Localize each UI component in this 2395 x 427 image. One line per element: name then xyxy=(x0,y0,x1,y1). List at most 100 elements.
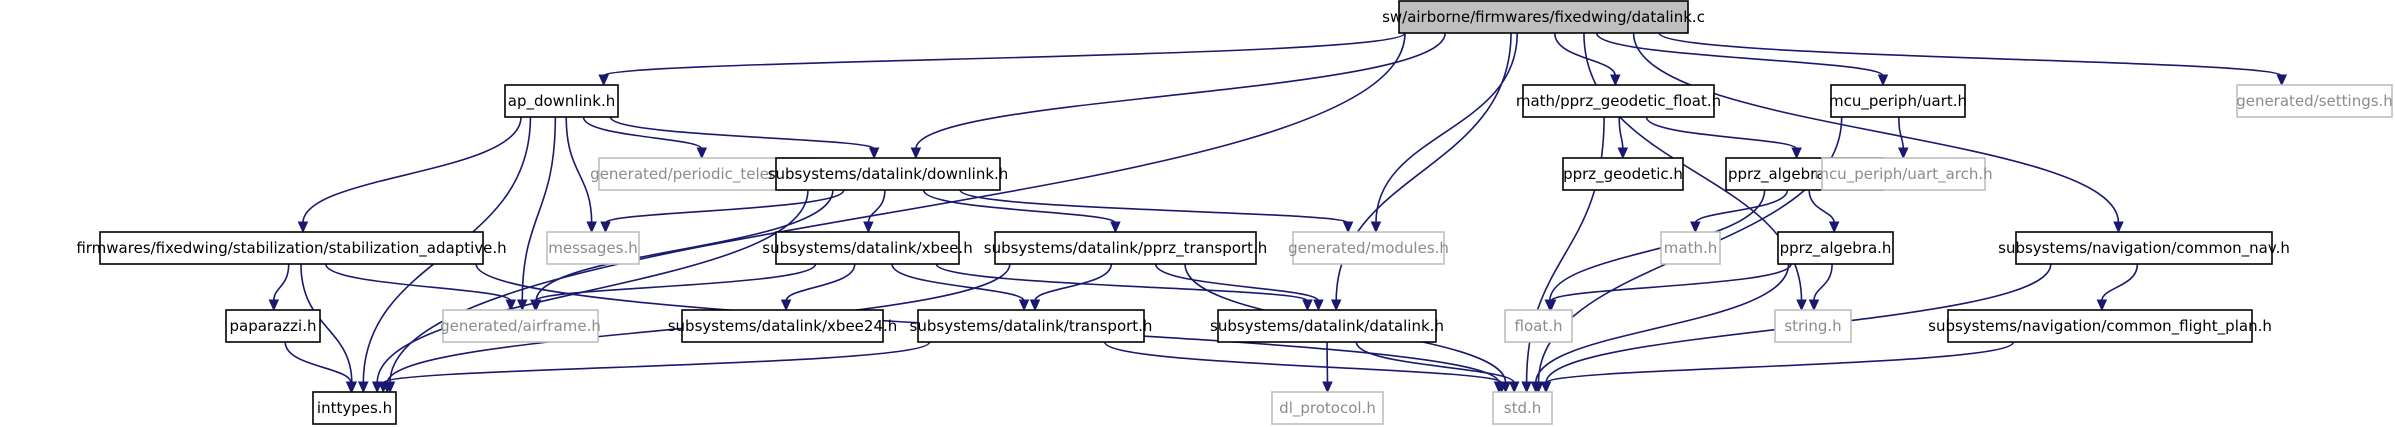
edge-downlink-to-xbee xyxy=(863,189,886,234)
node-pprz-algebra-h[interactable]: pprz_algebra.h xyxy=(1777,231,1894,265)
node-box xyxy=(681,309,884,343)
edge-pprz_geodetic_float-to-pprz_algebra_float xyxy=(1645,116,1802,160)
node-box xyxy=(2015,231,2273,265)
node-messages-h: messages.h xyxy=(546,231,640,265)
node-label: subsystems/datalink/downlink.h xyxy=(768,165,1009,183)
node-generated-modules-h: generated/modules.h xyxy=(1288,231,1449,265)
edge-pprz_algebra-to-float_h xyxy=(1545,263,1792,312)
node-box xyxy=(994,231,1257,265)
node-paparazzi-h[interactable]: paparazzi.h xyxy=(225,309,321,343)
node-ap-downlink-h[interactable]: ap_downlink.h xyxy=(504,84,619,118)
edge-pprz_geodetic_float-to-pprz_geodetic xyxy=(1617,116,1629,160)
edge-uart-to-uart_arch xyxy=(1897,116,1909,160)
node-math-pprz-geodetic-float-h[interactable]: math/pprz_geodetic_float.h xyxy=(1516,84,1721,118)
node-sw-airborne-firmwares-fixedwing-datalink-c[interactable]: sw/airborne/firmwares/fixedwing/datalink… xyxy=(1382,0,1705,34)
node-label: subsystems/navigation/common_flight_plan… xyxy=(1928,317,2272,336)
node-subsystems-datalink-datalink-h[interactable]: subsystems/datalink/datalink.h xyxy=(1210,309,1444,343)
node-label: inttypes.h xyxy=(317,399,392,417)
node-string-h: string.h xyxy=(1774,309,1852,343)
node-subsystems-navigation-common-flight-plan-h[interactable]: subsystems/navigation/common_flight_plan… xyxy=(1928,309,2272,343)
node-box xyxy=(917,309,1145,343)
edge-common_flight_plan-to-std_h xyxy=(1540,341,2015,394)
node-label: math/pprz_geodetic_float.h xyxy=(1516,92,1721,111)
node-box xyxy=(99,231,484,265)
edge-ap_downlink-to-stabilization_adaptive xyxy=(297,116,522,234)
node-label: messages.h xyxy=(548,239,638,257)
node-label: subsystems/navigation/common_nav.h xyxy=(1998,239,2290,258)
node-pprz-geodetic-h[interactable]: pprz_geodetic.h xyxy=(1562,157,1684,191)
node-label: std.h xyxy=(1504,399,1542,417)
node-box xyxy=(312,391,397,425)
node-subsystems-datalink-pprz-transport-h[interactable]: subsystems/datalink/pprz_transport.h xyxy=(984,231,1267,265)
node-box xyxy=(1774,309,1852,343)
node-box xyxy=(1292,231,1445,265)
node-label: paparazzi.h xyxy=(230,317,317,335)
node-box xyxy=(1947,309,2253,343)
edge-root-to-modules xyxy=(1370,32,1519,234)
edge-downlink-to-pprz_transport xyxy=(922,189,1121,234)
edge-stabilization_adaptive-to-airframe xyxy=(325,263,517,312)
node-firmwares-fixedwing-stabilization-stabilization-adaptive-h[interactable]: firmwares/fixedwing/stabilization/stabil… xyxy=(76,231,507,265)
node-label: pprz_geodetic.h xyxy=(1563,165,1683,184)
node-subsystems-datalink-xbee-h[interactable]: subsystems/datalink/xbee.h xyxy=(762,231,973,265)
node-subsystems-navigation-common-nav-h[interactable]: subsystems/navigation/common_nav.h xyxy=(1998,231,2290,265)
node-box xyxy=(546,231,640,265)
edge-root-to-downlink xyxy=(910,32,1446,160)
node-label: pprz_algebra.h xyxy=(1780,239,1892,258)
node-inttypes-h[interactable]: inttypes.h xyxy=(312,391,397,425)
node-mcu-periph-uart-arch-h: mcu_periph/uart_arch.h xyxy=(1814,157,1993,191)
edge-ap_downlink-to-downlink xyxy=(609,116,880,160)
node-mcu-periph-uart-h[interactable]: mcu_periph/uart.h xyxy=(1829,84,1967,118)
node-box xyxy=(1562,157,1684,191)
node-label: subsystems/datalink/xbee.h xyxy=(762,239,972,257)
edge-ap_downlink-to-messages xyxy=(565,116,597,234)
node-label: math.h xyxy=(1664,239,1717,257)
node-label: dl_protocol.h xyxy=(1279,399,1376,418)
node-box xyxy=(775,231,960,265)
node-dl-protocol-h: dl_protocol.h xyxy=(1271,391,1384,425)
edge-stabilization_adaptive-to-paparazzi xyxy=(268,263,290,312)
node-subsystems-datalink-transport-h[interactable]: subsystems/datalink/transport.h xyxy=(910,309,1153,343)
edge-paparazzi-to-inttypes xyxy=(284,341,357,394)
node-label: string.h xyxy=(1784,317,1841,335)
node-box xyxy=(775,157,1001,191)
edge-xbee-to-transport xyxy=(891,263,1030,312)
node-box xyxy=(2236,84,2393,118)
node-float-h: float.h xyxy=(1504,309,1573,343)
node-generated-airframe-h: generated/airframe.h xyxy=(440,309,601,343)
node-box xyxy=(1504,309,1573,343)
node-subsystems-datalink-downlink-h[interactable]: subsystems/datalink/downlink.h xyxy=(768,157,1009,191)
node-label: generated/modules.h xyxy=(1288,239,1449,257)
node-box xyxy=(442,309,599,343)
edge-pprz_algebra_float-to-float_h xyxy=(1544,189,1766,312)
edge-downlink-to-modules xyxy=(959,189,1354,234)
edge-xbee-to-datalink_h xyxy=(935,263,1313,312)
node-subsystems-datalink-xbee24-h[interactable]: subsystems/datalink/xbee24.h xyxy=(668,309,898,343)
node-label: subsystems/datalink/datalink.h xyxy=(1210,317,1444,335)
node-label: firmwares/fixedwing/stabilization/stabil… xyxy=(76,239,506,258)
node-box xyxy=(1271,391,1384,425)
node-label: subsystems/datalink/pprz_transport.h xyxy=(984,239,1267,258)
edge-pprz_algebra_float-to-math_h xyxy=(1690,189,1789,234)
node-box xyxy=(1777,231,1894,265)
edge-pprz_transport-to-transport xyxy=(1029,263,1113,312)
node-box xyxy=(1821,157,1986,191)
edge-root-to-pprz_geodetic_float xyxy=(1553,32,1621,87)
node-label: generated/periodic_telemetry.h xyxy=(590,165,826,184)
node-generated-settings-h: generated/settings.h xyxy=(2236,84,2393,118)
edge-pprz_transport-to-datalink_h xyxy=(1154,263,1324,312)
edge-xbee-to-xbee24 xyxy=(780,263,856,312)
node-box xyxy=(225,309,321,343)
node-box xyxy=(1522,84,1715,118)
edge-root-to-common_nav xyxy=(1632,32,2124,234)
node-box xyxy=(1398,0,1689,34)
edge-transport-to-inttypes xyxy=(377,341,931,394)
edge-datalink_h-to-dl_protocol xyxy=(1322,341,1333,394)
edge-downlink-to-messages xyxy=(600,189,845,234)
node-box xyxy=(1492,391,1553,425)
edge-root-to-uart xyxy=(1595,32,1889,87)
edge-pprz_algebra-to-string_h xyxy=(1808,263,1833,312)
node-label: subsystems/datalink/xbee24.h xyxy=(668,317,898,335)
node-box xyxy=(1830,84,1966,118)
